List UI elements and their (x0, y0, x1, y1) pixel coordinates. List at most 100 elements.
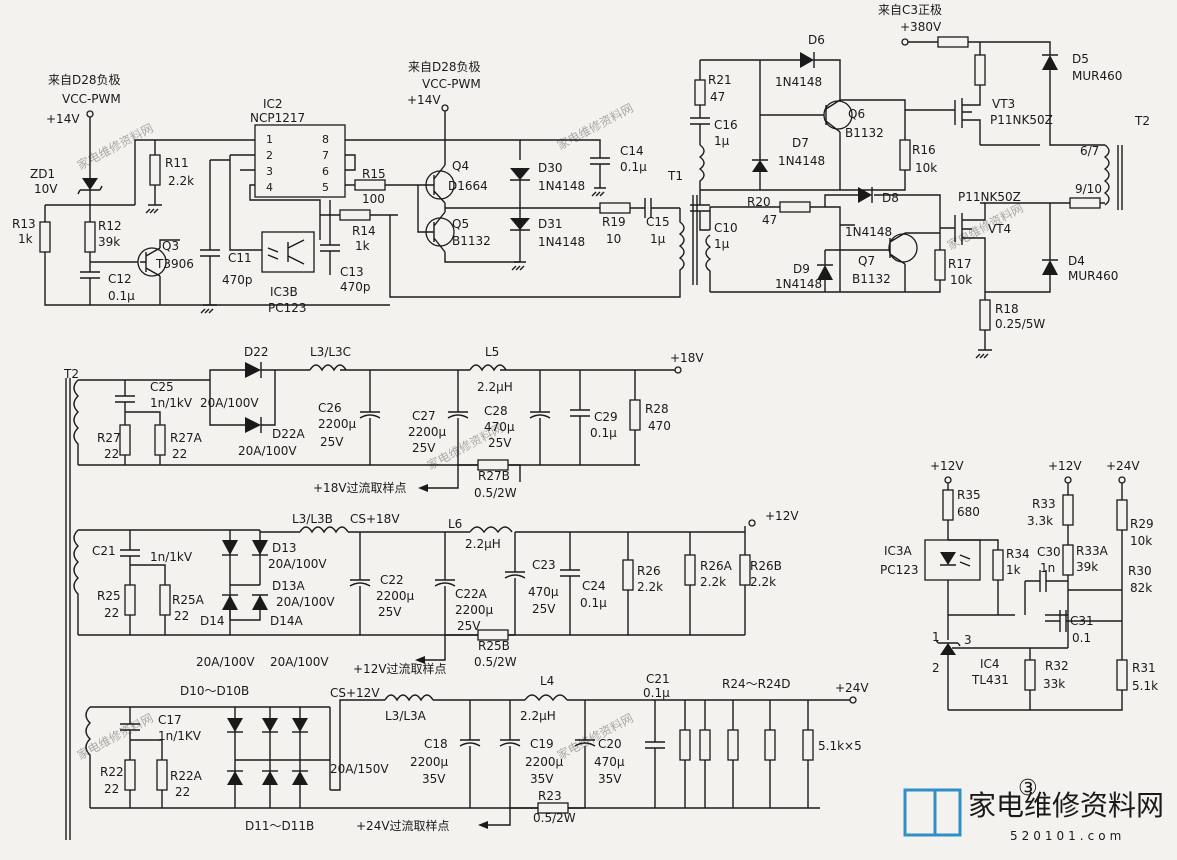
label-t2-secondary: T2 (63, 367, 79, 381)
resistor-icon (599, 202, 631, 214)
label-l4: L4 (540, 674, 554, 688)
resistor-icon (764, 729, 776, 761)
label-d13: D13 (272, 541, 297, 555)
label-c14-value: 0.1μ (620, 160, 647, 174)
label-c30-value: 1n (1040, 561, 1055, 575)
label-c13: C13 (340, 265, 364, 279)
label-c20-v1: 470μ (594, 755, 625, 769)
label-q3-value: T3906 (155, 257, 194, 271)
label-l3c: L3/L3C (310, 345, 351, 359)
label-d7: D7 (792, 136, 809, 150)
resistor-icon (84, 221, 96, 253)
label-r24: R24～R24D (722, 677, 790, 691)
resistor-icon (629, 399, 641, 431)
label-q4-value: D1664 (448, 179, 488, 193)
diode-icon (252, 540, 268, 555)
tl431-icon (940, 643, 956, 655)
resistor-icon (124, 759, 136, 791)
resistor-icon (1062, 544, 1074, 576)
label-r16-value: 10k (915, 161, 937, 175)
label-r21-value: 47 (710, 90, 725, 104)
label-r19: R19 (602, 215, 626, 229)
diode-icon (227, 718, 243, 732)
terminal (748, 519, 756, 527)
site-logo: 家电维修资料网 520101.com (903, 788, 1164, 843)
label-from-d28-mid: 来自D28负极 (408, 60, 481, 74)
label-r25b: R25B (478, 639, 510, 653)
label-q6-value: B1132 (845, 126, 884, 140)
label-r14: R14 (352, 224, 376, 238)
label-c31: C31 (1070, 614, 1094, 628)
label-d9: D9 (793, 262, 810, 276)
resistor-icon (477, 629, 509, 641)
rail-18v: T2 C25 1n/1kV R27 22 R27A 22 D22 20A/100… (63, 345, 704, 840)
label-ic3b-value: PC123 (268, 301, 307, 315)
label-d11: D11～D11B (245, 819, 314, 833)
label-c20: C20 (598, 737, 622, 751)
label-c22a: C22A (455, 587, 488, 601)
label-r15-value: 100 (362, 192, 385, 206)
resistor-icon (727, 729, 739, 761)
label-r27a: R27A (170, 431, 203, 445)
diode-icon (292, 718, 308, 732)
label-c31-value: 0.1 (1072, 631, 1091, 645)
label-fb-12v-a: +12V (930, 459, 964, 473)
pin-8: 8 (322, 133, 329, 146)
label-r18-value: 0.25/5W (995, 317, 1045, 331)
label-out-24v: +24V (835, 681, 869, 695)
label-c24-value: 0.1μ (580, 596, 607, 610)
terminal (1064, 476, 1072, 484)
label-from-c3: 来自C3正极 (878, 3, 942, 17)
label-d31: D31 (538, 217, 563, 231)
label-fb-12v-b: +12V (1048, 459, 1082, 473)
diode-icon (222, 540, 238, 555)
label-d22a-value: 20A/100V (238, 444, 297, 458)
diode-icon (817, 265, 833, 280)
label-d5: D5 (1072, 52, 1089, 66)
watermark-text: 家电维修资料网 (74, 120, 155, 173)
label-c19-v2: 35V (530, 772, 554, 786)
label-l4-value: 2.2μH (520, 709, 556, 723)
resistor-icon (899, 139, 911, 171)
label-r23-value: 0.5/2W (533, 811, 576, 825)
label-l3b: L3/L3B (292, 512, 333, 526)
label-c27-v2: 25V (412, 441, 436, 455)
label-c28-v2: 25V (488, 436, 512, 450)
label-r33a-value: 39k (1076, 560, 1098, 574)
label-r14-value: 1k (355, 239, 370, 253)
label-r19-value: 10 (606, 232, 621, 246)
diode-icon (510, 168, 530, 180)
diode-icon (800, 52, 814, 68)
resistor-icon (39, 221, 51, 253)
logo-url: 520101.com (1010, 829, 1125, 843)
led-icon (940, 552, 956, 565)
label-r27: R27 (97, 431, 121, 445)
figure-number: ③ (1018, 776, 1038, 801)
label-r34: R34 (1006, 547, 1030, 561)
label-r25: R25 (97, 589, 121, 603)
terminal (1118, 476, 1126, 484)
inductor-icon (309, 364, 347, 372)
label-r26a-value: 2.2k (700, 575, 726, 589)
label-t1: T1 (667, 169, 683, 183)
pin-1: 1 (266, 133, 273, 146)
label-pin2: 2 (932, 661, 940, 675)
label-r34-value: 1k (1006, 563, 1021, 577)
label-c30: C30 (1037, 545, 1061, 559)
label-r11-value: 2.2k (168, 174, 194, 188)
resistor-icon (159, 584, 171, 616)
label-r33a: R33A (1076, 544, 1109, 558)
label-cs-18v: CS+18V (350, 512, 400, 526)
inductor-icon (469, 526, 513, 534)
label-r12: R12 (98, 219, 122, 233)
label-r28: R28 (645, 402, 669, 416)
transistor-icon (888, 233, 918, 263)
pin-7: 7 (322, 149, 329, 162)
resistor-icon (1116, 659, 1128, 691)
resistor-icon (1024, 659, 1036, 691)
label-fb-24v: +24V (1106, 459, 1140, 473)
label-c23-v1: 470μ (528, 585, 559, 599)
transistor-icon (137, 247, 167, 277)
label-c26-v2: 25V (320, 435, 344, 449)
